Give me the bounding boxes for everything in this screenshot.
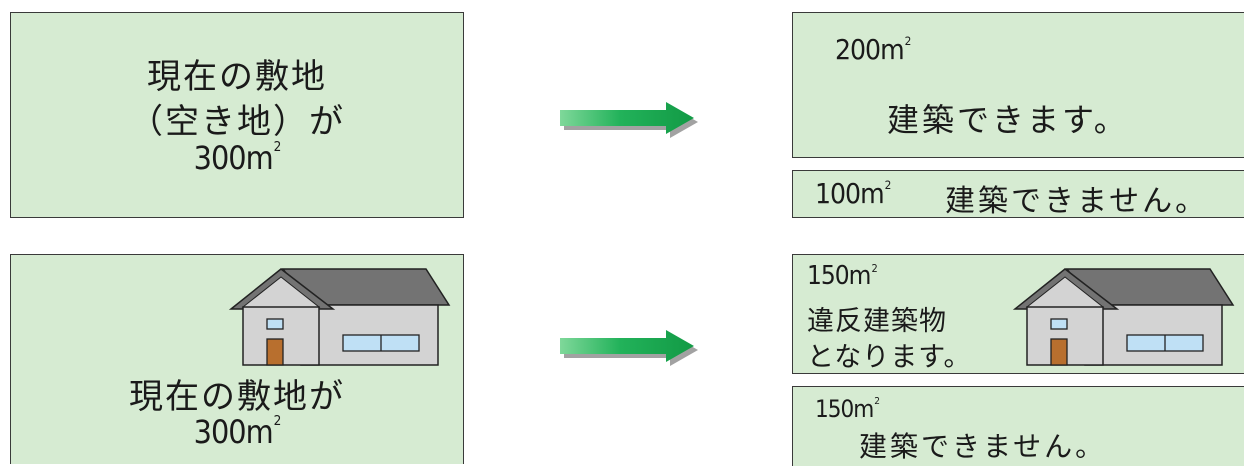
violation-line1: 違反建築物 (807, 306, 947, 337)
panel-build-200: 200m2 建築できます。 (792, 12, 1244, 158)
panel-cannot-build-150: 150m2 建築できません。 (792, 386, 1244, 466)
panel-current-lot-with-house: 現在の敷地が 300m2 (10, 254, 464, 464)
lot-title: 現在の敷地 (147, 57, 327, 97)
lot-subtitle: （空き地）が (129, 102, 345, 142)
arrow-right-icon (560, 330, 698, 366)
cannot-build-text-150: 建築できません。 (859, 430, 1107, 463)
area-label-100: 100m2 (815, 177, 891, 210)
area-label-150b: 150m2 (815, 395, 880, 423)
lot-title-with-house: 現在の敷地が (129, 377, 345, 417)
panel-cannot-build-100: 100m2 建築できません。 (792, 170, 1244, 218)
lot-area: 300m2 (193, 139, 282, 177)
arrow-right-icon (560, 102, 698, 138)
panel-current-vacant-lot: 現在の敷地 （空き地）が 300m2 (10, 12, 464, 218)
lot-area-with-house: 300m2 (193, 413, 282, 451)
area-label-200: 200m2 (835, 33, 911, 66)
can-build-text: 建築できます。 (887, 101, 1129, 139)
cannot-build-text: 建築できません。 (945, 184, 1209, 218)
house-icon (1003, 267, 1237, 367)
panel-violation: 150m2 違反建築物 となります。 (792, 254, 1244, 374)
area-label-150: 150m2 (807, 261, 878, 291)
house-icon (219, 267, 453, 367)
violation-line2: となります。 (807, 342, 972, 373)
